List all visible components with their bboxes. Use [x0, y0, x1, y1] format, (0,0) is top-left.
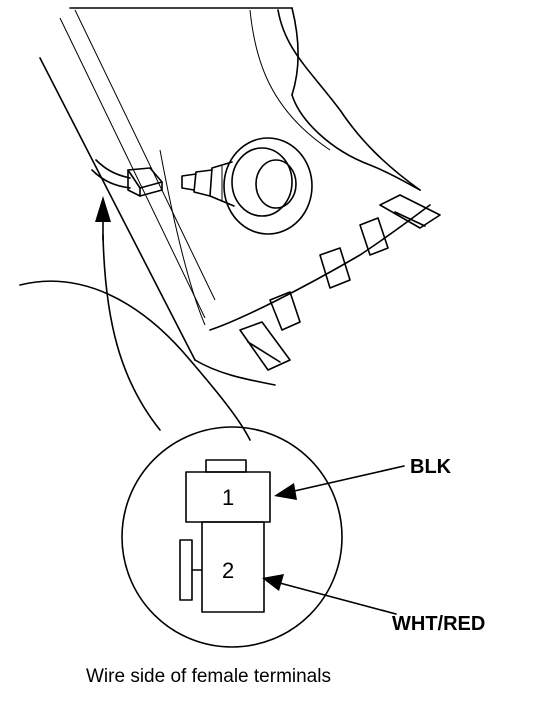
- zoom-circle: [121, 426, 343, 648]
- terminal-2-cavity: [201, 521, 265, 613]
- terminal-2-number: 2: [222, 558, 234, 583]
- leader-curve: [19, 280, 251, 441]
- terminal-1-number: 1: [222, 485, 234, 510]
- harness-plug: [91, 159, 163, 197]
- switch-knob: [181, 137, 313, 235]
- diagram-caption: Wire side of female terminals: [86, 666, 331, 687]
- blk-wire-label: BLK: [410, 456, 452, 478]
- wht-red-wire-label: WHT/RED: [392, 613, 485, 635]
- pointer-arrows: [262, 465, 405, 615]
- zoom-arrow: [95, 196, 161, 431]
- trim-panel: [39, 7, 441, 386]
- connector-face: 1 2: [179, 459, 271, 613]
- connector-lock-tab: [179, 539, 193, 601]
